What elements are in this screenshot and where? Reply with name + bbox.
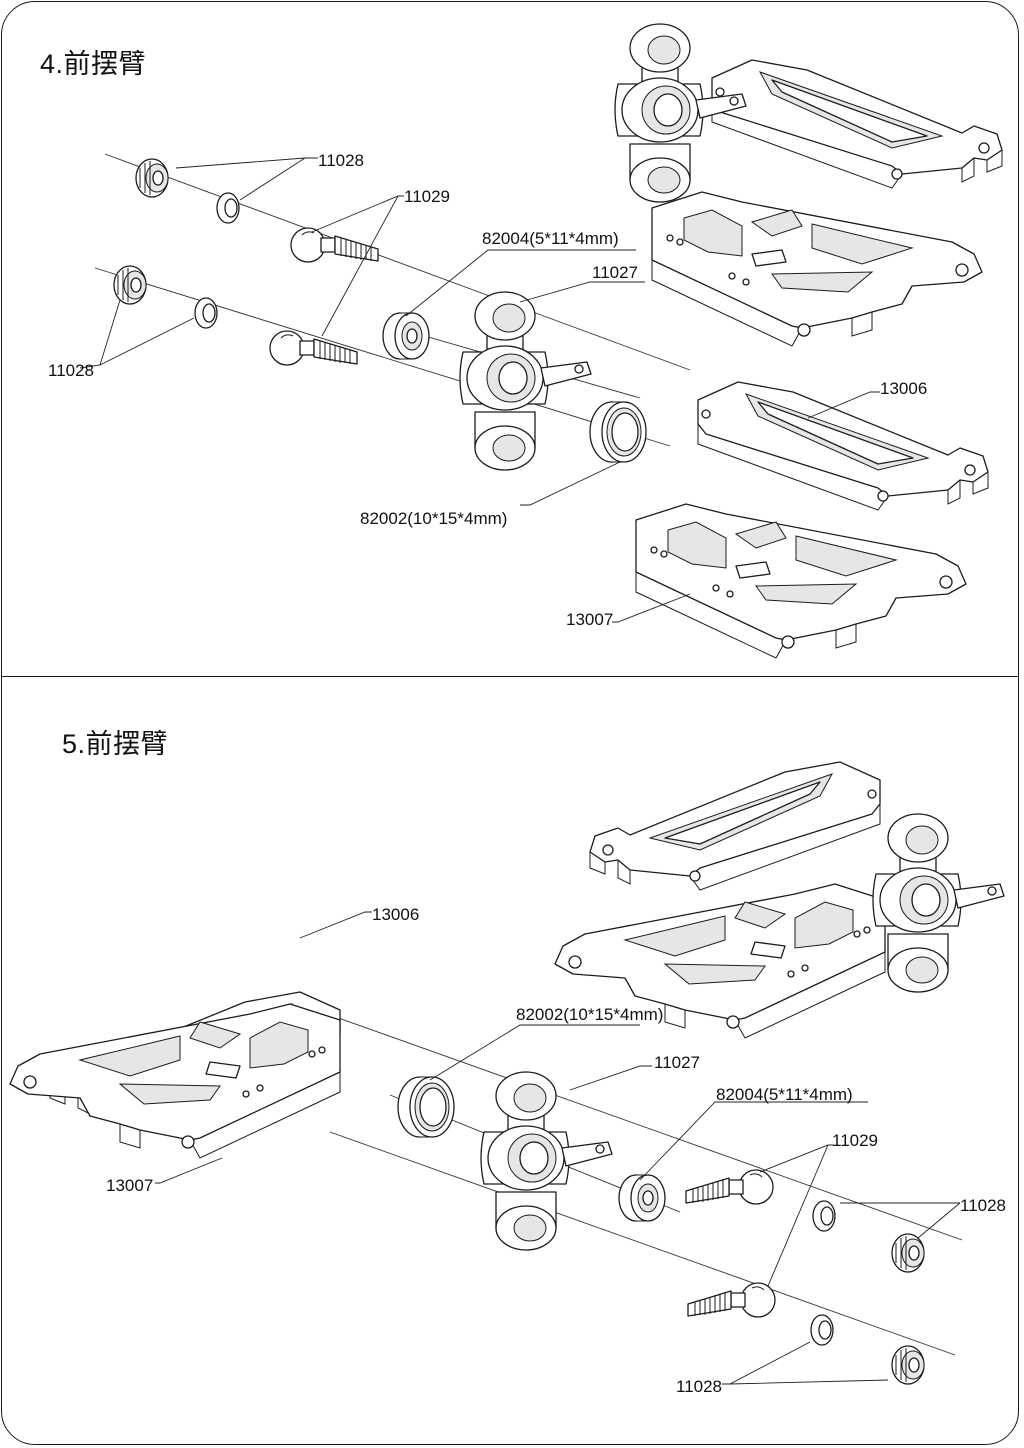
axis-line-upper [104, 153, 691, 371]
label-11029-5: 11029 [832, 1131, 878, 1150]
leader-82002-5 [429, 1024, 640, 1081]
leader-11029-5 [759, 1144, 834, 1287]
leader-13006 [807, 391, 880, 419]
ball-stud-upper-5 [685, 1169, 774, 1205]
axis-line-lower-5 [329, 1131, 956, 1356]
washer-upper [216, 192, 240, 224]
bearing-82002-5 [397, 1076, 455, 1138]
leader-82004-5 [639, 1101, 868, 1181]
leader-13007-5 [155, 1157, 223, 1184]
label-13007: 13007 [566, 610, 613, 629]
label-11028-top: 11028 [318, 151, 364, 170]
bearing-82002 [589, 401, 647, 463]
leader-11028-bottom-5 [722, 1341, 889, 1385]
leader-11028-top [175, 157, 318, 201]
label-11027: 11027 [592, 263, 638, 282]
lower-arm-13007 [635, 503, 967, 659]
bearing-82004-5 [618, 1174, 666, 1222]
washer-lower [194, 297, 218, 329]
label-13006: 13006 [880, 379, 927, 398]
section-4-title: 4.前摆臂 [40, 49, 147, 79]
washer-upper-5 [812, 1200, 836, 1232]
assembled-upper-arm [711, 59, 1003, 189]
set-screw-upper-5 [891, 1233, 925, 1273]
leader-11029 [311, 195, 404, 337]
leader-82004 [405, 249, 636, 317]
label-11027-5: 11027 [654, 1053, 700, 1072]
label-82002: 82002(10*15*4mm) [360, 509, 507, 528]
lower-arm-13007-5 [9, 1003, 341, 1159]
assembled-upper-arm-5 [589, 761, 881, 891]
label-82004-5: 82004(5*11*4mm) [716, 1085, 853, 1104]
label-11029: 11029 [404, 187, 450, 206]
knuckle-11027-5 [480, 1071, 613, 1251]
label-13006-5: 13006 [372, 905, 419, 924]
assembled-knuckle-5 [872, 813, 1005, 993]
label-11028-bottom-5: 11028 [676, 1377, 722, 1396]
leader-82002 [520, 461, 621, 506]
bearing-82004 [382, 312, 430, 360]
label-11028-bottom: 11028 [48, 361, 94, 380]
section-4-diagram: 11028 11029 82004(5*11*4mm) 11027 11028 … [48, 23, 1003, 659]
leader-11028-bottom [79, 299, 195, 369]
leader-13006-5 [299, 911, 372, 939]
axis-line-upper-5 [329, 1014, 963, 1241]
leader-11028-top-5 [840, 1202, 961, 1239]
leader-11027 [519, 281, 645, 303]
ball-stud-lower-5 [687, 1282, 776, 1318]
knuckle-11027 [459, 291, 592, 471]
upper-arm-13006 [697, 381, 989, 511]
set-screw-upper [135, 158, 169, 198]
washer-lower-5 [810, 1314, 834, 1346]
axis-line-lower [94, 267, 671, 447]
assembled-lower-arm [651, 191, 983, 347]
label-11028-top-5: 11028 [960, 1196, 1006, 1215]
leader-13007 [612, 593, 691, 623]
section-5-title: 5.前摆臂 [62, 729, 169, 759]
label-82002-5: 82002(10*15*4mm) [516, 1005, 663, 1024]
section-divider [1, 676, 1019, 677]
leader-11027-5 [569, 1065, 652, 1091]
set-screw-lower [113, 265, 147, 305]
label-82004: 82004(5*11*4mm) [482, 229, 619, 248]
section-5-diagram: 13006 82002(10*15*4mm) 11027 82004(5*11*… [9, 761, 1006, 1396]
label-13007-5: 13007 [106, 1176, 153, 1195]
set-screw-lower-5 [891, 1345, 925, 1385]
